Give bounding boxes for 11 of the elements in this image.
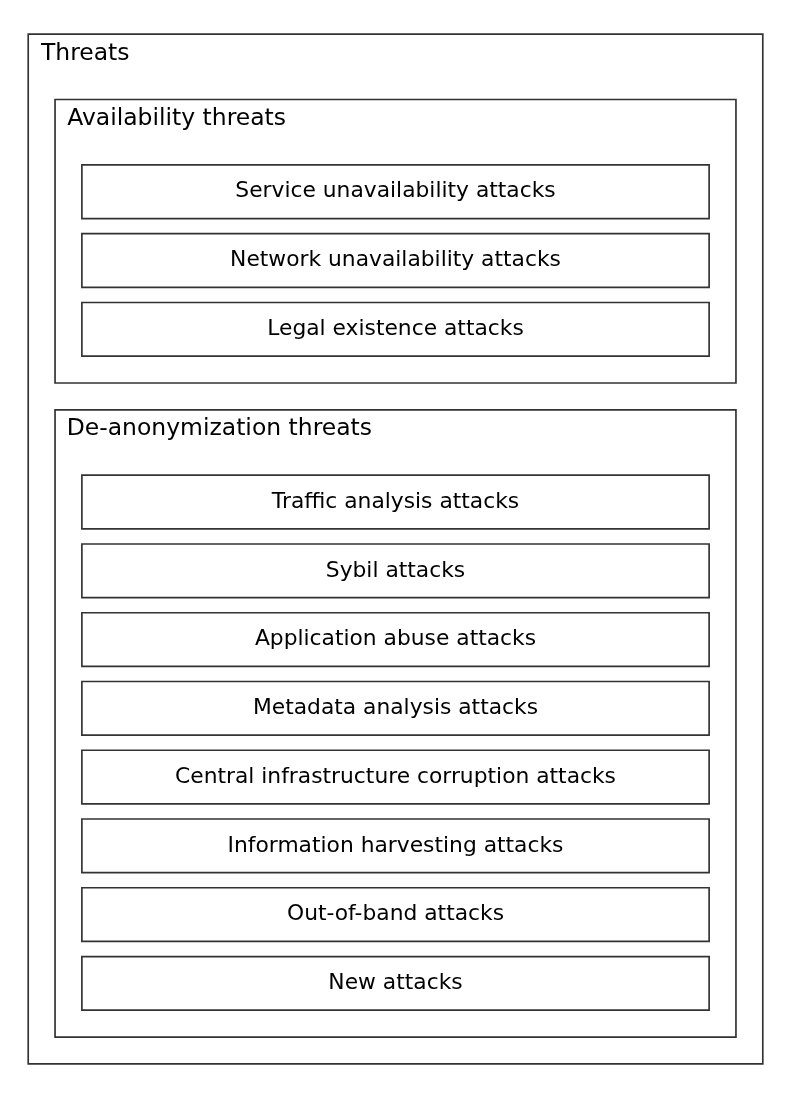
node-box: Sybil attacks [81,542,710,598]
node-box: New attacks [81,955,710,1011]
node-box: Application abuse attacks [81,611,710,667]
node-box: Network unavailability attacks [81,232,710,288]
node-box: Metadata analysis attacks [81,680,710,736]
node-box: Information harvesting attacks [81,817,710,873]
node-box: Traffic analysis attacks [81,473,710,530]
node-box: Legal existence attacks [81,301,710,357]
node-box: Out-of-band attacks [81,886,710,942]
node-box: Service unavailability attacks [81,163,710,219]
node-box: Central infrastructure corruption attacks [81,748,710,805]
